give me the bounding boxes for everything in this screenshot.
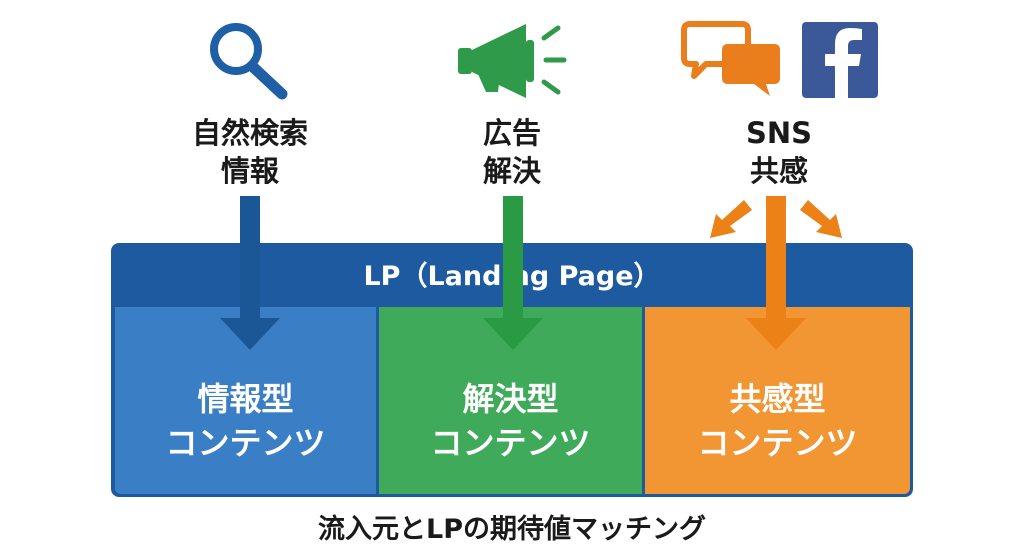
sns-spread-arrow-right — [800, 200, 842, 238]
source-ads-line1: 広告 — [482, 116, 541, 150]
panel-empathy-line1: 共感型 — [729, 379, 826, 418]
magnifier-icon — [210, 23, 288, 100]
source-sns-line1: SNS — [745, 116, 813, 150]
source-label-search: 自然検索 情報 — [150, 114, 350, 190]
source-sns-line2: 共感 — [749, 154, 808, 188]
source-ads-line2: 解決 — [482, 154, 541, 188]
panel-solve-line2: コンテンツ — [430, 423, 591, 462]
ads-flow-arrow — [483, 196, 543, 350]
diagram-caption: 流入元とLPの期待値マッチング — [318, 514, 706, 545]
sns-spread-arrow-left — [710, 200, 752, 238]
source-label-sns: SNS 共感 — [679, 114, 879, 190]
source-search-line1: 自然検索 — [191, 116, 308, 150]
panel-info-line1: 情報型 — [197, 379, 294, 418]
sns-flow-arrow — [746, 196, 806, 350]
megaphone-icon — [458, 24, 567, 98]
chat-bubbles-icon — [681, 21, 780, 96]
panel-empathy-line2: コンテンツ — [697, 423, 858, 462]
info-content-panel: 情報型 コンテンツ — [115, 307, 376, 494]
facebook-icon — [802, 22, 878, 98]
panel-info-line2: コンテンツ — [165, 423, 326, 462]
source-search-line2: 情報 — [220, 154, 279, 188]
search-flow-arrow — [220, 196, 280, 350]
panel-solve-line1: 解決型 — [462, 379, 559, 418]
source-label-ads: 広告 解決 — [412, 114, 612, 190]
